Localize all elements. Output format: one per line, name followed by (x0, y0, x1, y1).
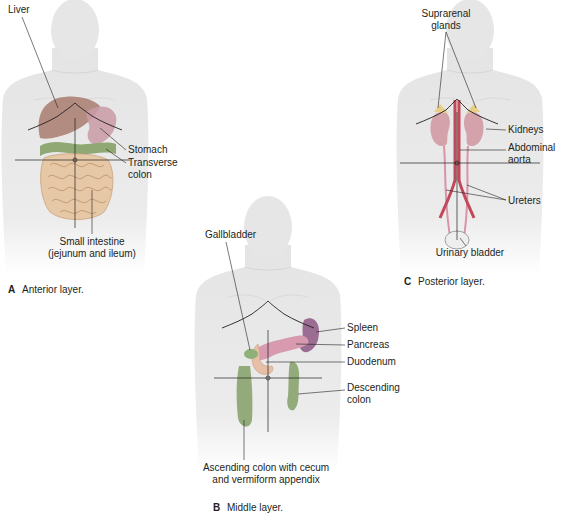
organ-label: Duodenum (347, 356, 427, 368)
organ-label: Suprarenal glands (411, 8, 481, 32)
organ-label: Ascending colon with cecum and vermiform… (195, 462, 337, 486)
leader-lines (22, 17, 506, 460)
organ-label: Transverse colon (128, 157, 182, 181)
posterior-organs (400, 99, 540, 249)
panel-letter: A (8, 284, 22, 296)
organ-label: Descending colon (347, 382, 409, 406)
torso-silhouette (2, 0, 149, 275)
middle-organs (214, 301, 322, 432)
panel-letter: B (213, 502, 227, 514)
panel-letter: C (404, 276, 418, 288)
panel-caption: Anterior layer. (22, 284, 132, 296)
organ-label: Spleen (347, 322, 427, 334)
torso-silhouette (195, 196, 342, 472)
organ-label: Stomach (128, 144, 198, 156)
organ-label: Liver (8, 4, 68, 16)
panel-caption: Middle layer. (227, 502, 337, 514)
panel-caption: Posterior layer. (418, 276, 538, 288)
organ-label: Abdominal aorta (508, 142, 566, 166)
organ-label: Kidneys (508, 124, 586, 136)
anterior-organs (15, 96, 130, 228)
organ-label: Ureters (508, 195, 586, 207)
torso-silhouette (397, 0, 544, 275)
organ-label: Gallbladder (205, 229, 285, 241)
organ-label: Pancreas (347, 339, 427, 351)
organ-label: Small intestine (jejunum and ileum) (42, 236, 142, 260)
organ-label: Urinary bladder (420, 247, 520, 259)
